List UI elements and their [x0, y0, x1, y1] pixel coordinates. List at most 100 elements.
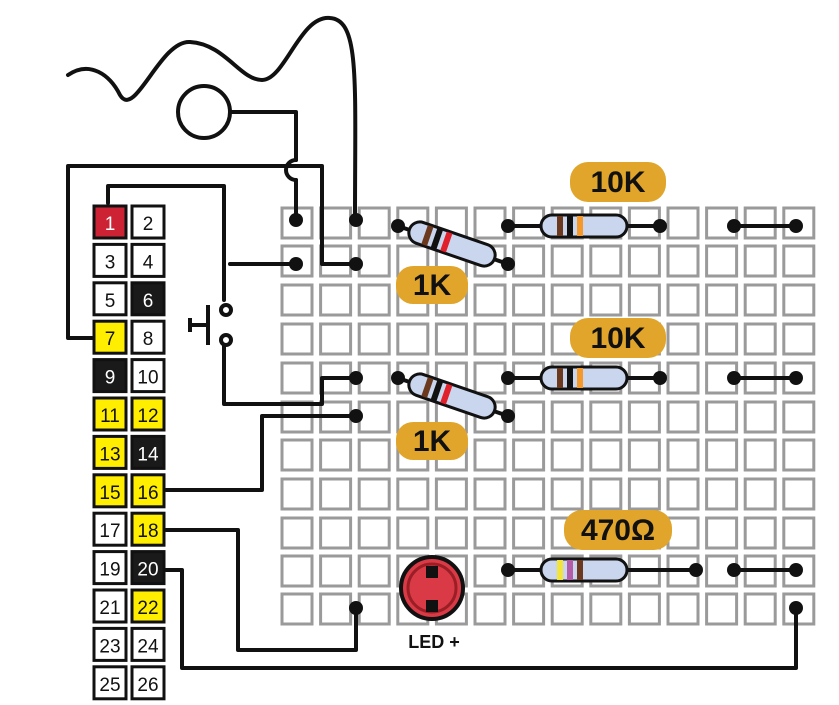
breadboard-hole [743, 516, 777, 550]
breadboard-hole [357, 206, 391, 240]
header-pin-1: 1 [92, 204, 128, 240]
breadboard-hole [782, 283, 816, 317]
connection-dot [349, 257, 363, 271]
breadboard-hole [589, 477, 623, 511]
breadboard-hole [280, 322, 314, 356]
header-pin-3: 3 [92, 242, 128, 278]
breadboard-hole [473, 283, 507, 317]
connection-dot [727, 563, 741, 577]
breadboard-hole [666, 400, 700, 434]
breadboard-hole [550, 400, 584, 434]
header-pin-label: 26 [137, 675, 158, 696]
breadboard-hole [705, 592, 739, 626]
breadboard-hole [743, 477, 777, 511]
header-pin-9: 9 [92, 358, 128, 394]
breadboard-hole [743, 244, 777, 278]
breadboard-hole [550, 438, 584, 472]
breadboard-hole [473, 361, 507, 395]
header-pin-24: 24 [130, 626, 166, 662]
breadboard-hole [666, 322, 700, 356]
breadboard-hole [589, 438, 623, 472]
header-pin-label: 9 [105, 368, 116, 389]
header-pin-25: 25 [92, 665, 128, 701]
breadboard-hole [589, 244, 623, 278]
breadboard-hole [319, 438, 353, 472]
label-10k-mid-text: 10K [590, 322, 645, 355]
breadboard-hole [280, 592, 314, 626]
resistor-470 [539, 557, 629, 583]
breadboard-hole [589, 592, 623, 626]
breadboard-hole [473, 592, 507, 626]
connection-dot [689, 563, 703, 577]
breadboard-hole [666, 361, 700, 395]
breadboard-hole [705, 283, 739, 317]
breadboard-hole [357, 322, 391, 356]
connection-dot [789, 563, 803, 577]
breadboard-hole [627, 592, 661, 626]
breadboard-hole [357, 477, 391, 511]
connection-dot [789, 601, 803, 615]
breadboard-hole [473, 554, 507, 588]
pin7-wire [66, 164, 358, 340]
connection-dot [391, 219, 405, 233]
header-pin-label: 3 [105, 252, 116, 273]
resistor-1k-top [407, 220, 497, 268]
header-pin-14: 14 [130, 434, 166, 470]
breadboard-hole [473, 438, 507, 472]
breadboard-hole [473, 516, 507, 550]
breadboard-hole [627, 400, 661, 434]
breadboard-hole [743, 592, 777, 626]
breadboard-hole [319, 592, 353, 626]
breadboard-hole [280, 283, 314, 317]
header-pin-label: 4 [143, 252, 154, 273]
breadboard-hole [434, 477, 468, 511]
header-pin-11: 11 [92, 396, 128, 432]
breadboard-hole [396, 322, 430, 356]
header-pin-label: 10 [137, 368, 158, 389]
breadboard-hole [627, 206, 661, 240]
breadboard-hole [782, 477, 816, 511]
breadboard-hole [357, 361, 391, 395]
breadboard-hole [357, 244, 391, 278]
connection-dot [289, 257, 303, 271]
connection-dot [727, 219, 741, 233]
breadboard-hole [357, 516, 391, 550]
resistor-10k-mid [539, 365, 629, 391]
header-pin-5: 5 [92, 281, 128, 317]
pin18-wire [164, 528, 358, 652]
connection-dot [789, 371, 803, 385]
header-pin-label: 2 [143, 214, 154, 235]
label-1k-top-text: 1K [413, 269, 452, 302]
breadboard-hole [782, 244, 816, 278]
resistor-10k-top [539, 213, 629, 239]
breadboard-hole [473, 206, 507, 240]
breadboard-hole [550, 244, 584, 278]
breadboard-hole [782, 516, 816, 550]
header-pin-label: 6 [143, 291, 154, 312]
breadboard-hole [782, 322, 816, 356]
loop-ring [176, 84, 232, 140]
pin20-wire [164, 568, 798, 670]
connection-dot [653, 371, 667, 385]
header-pin-label: 12 [137, 406, 158, 427]
breadboard-hole [782, 554, 816, 588]
header-pin-16: 16 [130, 473, 166, 509]
header-pin-15: 15 [92, 473, 128, 509]
breadboard-hole [589, 400, 623, 434]
sensor-wire [66, 16, 358, 220]
breadboard-hole [666, 438, 700, 472]
breadboard-hole [357, 400, 391, 434]
breadboard-hole [280, 554, 314, 588]
breadboard-hole [396, 477, 430, 511]
connection-dot [501, 371, 515, 385]
label-10k-top: 10K [570, 162, 666, 202]
header-pin-label: 13 [99, 444, 120, 465]
breadboard-hole [627, 438, 661, 472]
breadboard-hole [473, 322, 507, 356]
connection-dot [653, 219, 667, 233]
header-pin-18: 18 [130, 511, 166, 547]
label-1k-mid: 1K [396, 422, 468, 460]
breadboard-hole [512, 592, 546, 626]
